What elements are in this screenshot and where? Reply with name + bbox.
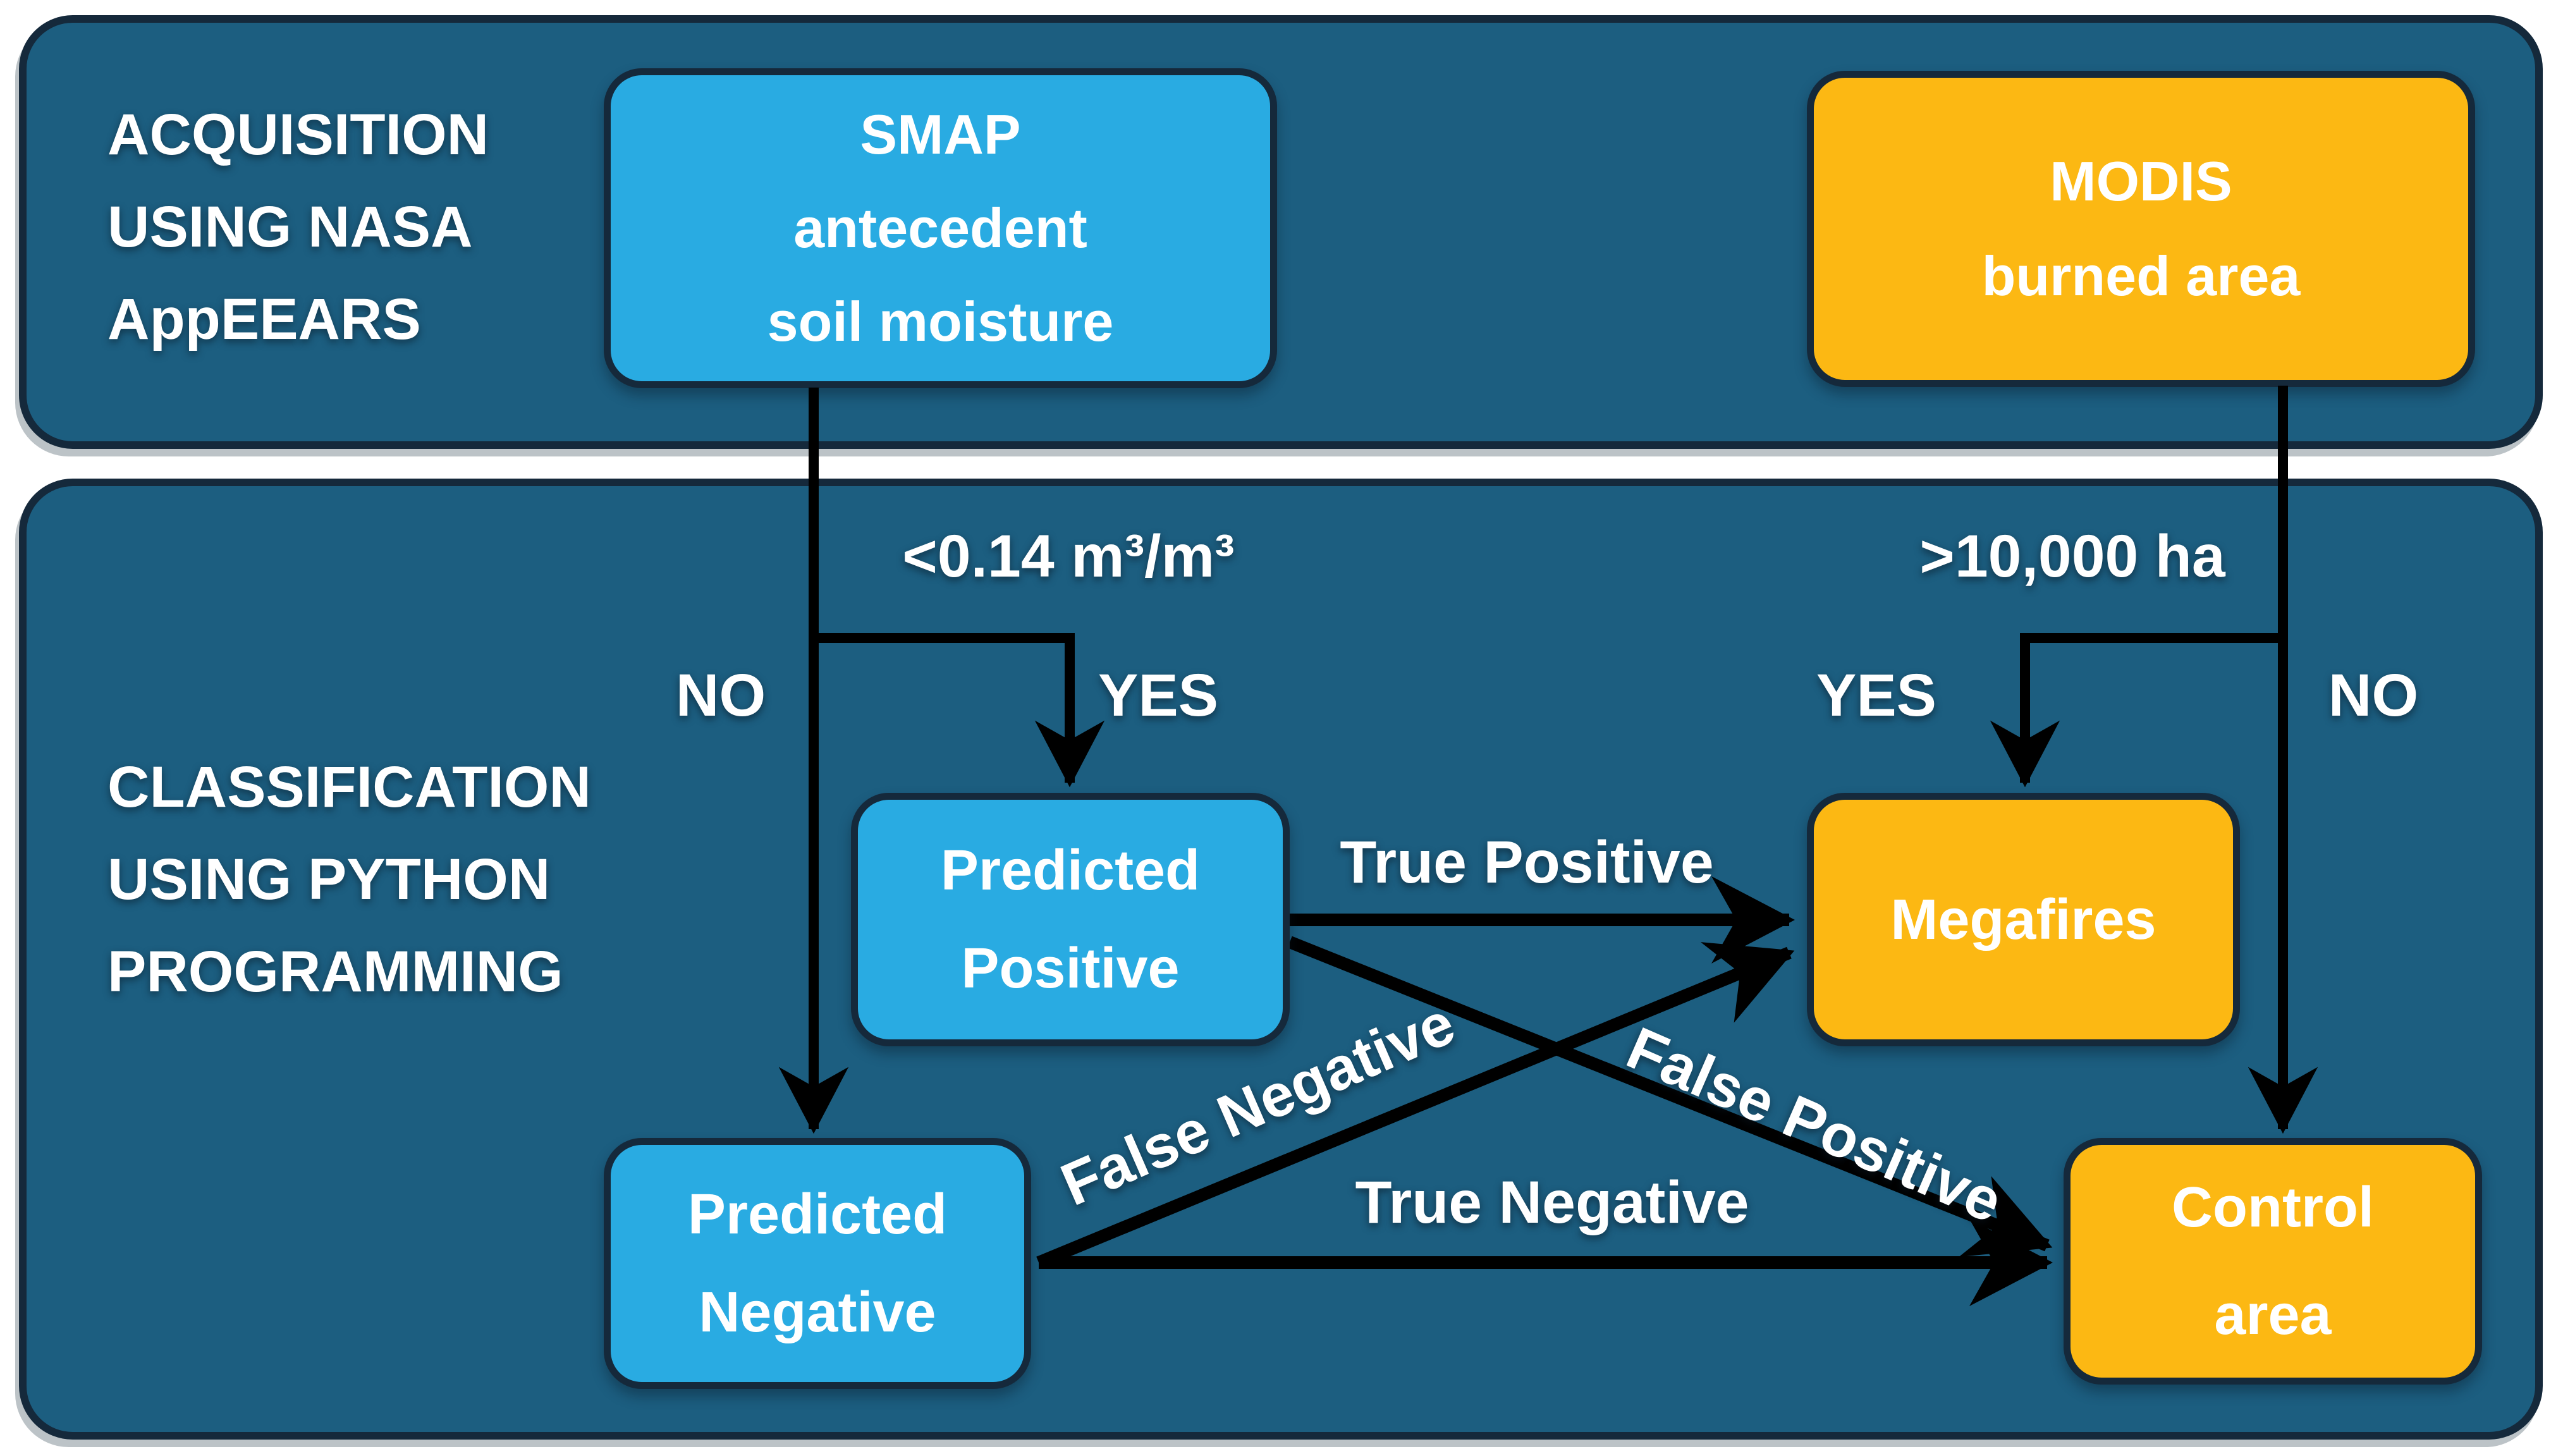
modis-box-label: MODIS burned area [1981,150,2301,307]
classification-title: CLASSIFICATION USING PYTHON PROGRAMMING [107,755,591,1004]
predicted-negative-box: Predicted Negative [604,1138,1031,1389]
control-area-box: Control area [2064,1138,2482,1385]
modis-box: MODIS burned area [1807,71,2475,387]
megafires-label: Megafires [1890,888,2156,951]
acquisition-title: ACQUISITION USING NASA AppEEARS [107,102,489,352]
modis-threshold-label: >10,000 ha [1919,523,2225,590]
modis-no-label: NO [2328,662,2419,729]
predicted-negative-label: Predicted Negative [687,1182,948,1344]
predicted-positive-label: Predicted Positive [940,838,1201,1000]
predicted-positive-box: Predicted Positive [851,793,1290,1046]
smap-box-label: SMAP antecedent soil moisture [767,103,1114,353]
smap-box: SMAP antecedent soil moisture [604,68,1277,388]
smap-yes-label: YES [1098,662,1219,729]
true-positive-label: True Positive [1340,829,1714,896]
smap-threshold-label: <0.14 m³/m³ [902,523,1235,590]
smap-no-label: NO [675,662,766,729]
modis-yes-label: YES [1816,662,1937,729]
control-area-label: Control area [2172,1176,2374,1347]
megafires-box: Megafires [1807,793,2240,1046]
true-negative-label: True Negative [1355,1169,1749,1236]
